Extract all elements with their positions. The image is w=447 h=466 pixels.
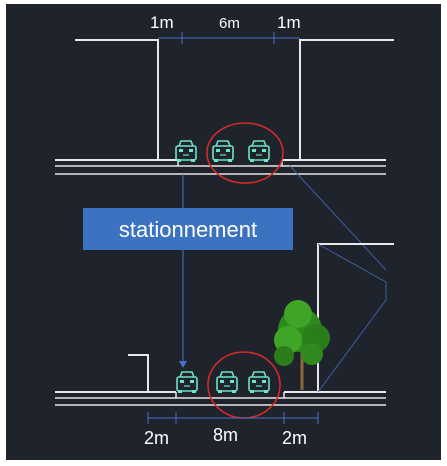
tree-icon xyxy=(274,300,330,390)
stationnement-text: stationnement xyxy=(119,217,257,242)
bottom-dim-right: 2m xyxy=(282,428,307,448)
bottom-dim-center: 8m xyxy=(213,425,238,445)
top-dim-left: 1m xyxy=(150,13,174,32)
top-right-building xyxy=(299,39,394,160)
bottom-left-wall xyxy=(128,354,149,392)
top-left-building xyxy=(75,39,159,160)
top-highlight-circle xyxy=(206,122,284,184)
top-dim-right: 1m xyxy=(277,13,301,32)
bottom-dim-left: 2m xyxy=(144,428,169,448)
guide-arrow-icon xyxy=(179,361,187,368)
bottom-section: 2m 8m 2m xyxy=(55,243,394,448)
top-section: 1m 6m 1m xyxy=(55,13,394,271)
top-dim-center: 6m xyxy=(219,15,240,32)
stationnement-label: stationnement xyxy=(83,208,293,250)
